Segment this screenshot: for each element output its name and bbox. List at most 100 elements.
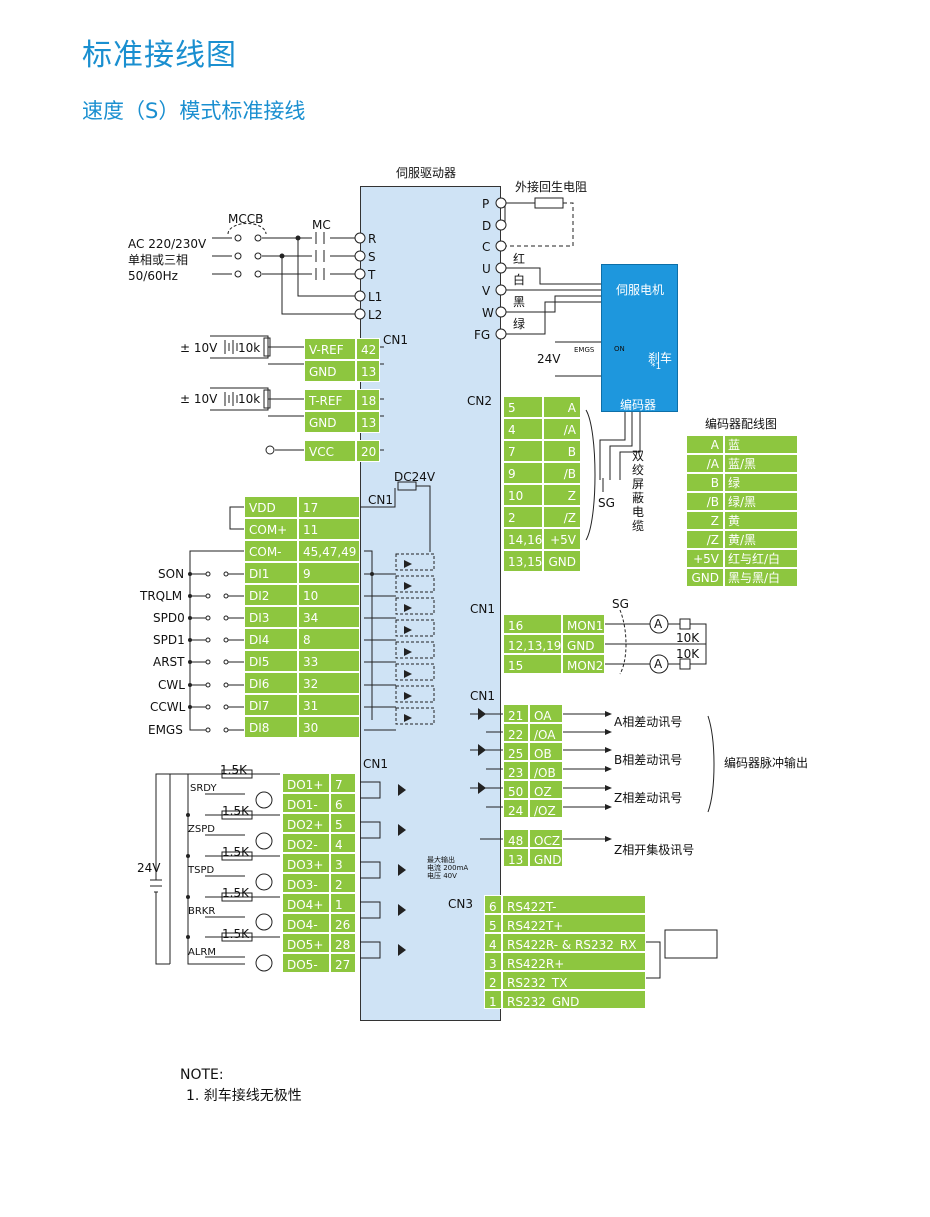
- enc-color: 黑与黑/白: [724, 568, 798, 587]
- enc-color: 红与红/白: [724, 549, 798, 568]
- cable-char: 电: [632, 505, 645, 519]
- pulse-signal: /OB: [529, 761, 563, 780]
- di-row-name: DI2: [244, 584, 298, 606]
- tref-pin: 18: [356, 389, 380, 411]
- cn3-signal: RS422T+: [502, 914, 646, 933]
- di-row-pin: 31: [298, 694, 360, 716]
- vref-supply-label: ± 10V: [180, 341, 218, 355]
- do-pin: 4: [330, 833, 356, 853]
- mon-pin: 16: [503, 614, 562, 634]
- pulse-signal: /OZ: [529, 799, 563, 818]
- terminal-v: V: [482, 284, 491, 298]
- do-terminal-block: DO1+7 DO1-6 DO2+5 DO2-4 DO3+3 DO3-2 DO4+…: [282, 773, 356, 973]
- di-row-pin: 10: [298, 584, 360, 606]
- switch-spd0: SPD0: [153, 611, 185, 625]
- mon-pot-2: 10K: [676, 647, 700, 661]
- cn3-pin: 4: [484, 933, 502, 952]
- cn2-signal: /B: [543, 462, 581, 484]
- do-pin: 5: [330, 813, 356, 833]
- switch-ccwl: CCWL: [150, 700, 186, 714]
- mon-pin: 12,13,19: [503, 634, 562, 654]
- signal-z-open-collector: Z相开集极讯号: [614, 843, 695, 857]
- di-row-pin: 17: [298, 496, 360, 518]
- di-row-pin: 34: [298, 606, 360, 628]
- encoder-wiring-title: 编码器配线图: [705, 417, 778, 431]
- do-pin: 27: [330, 953, 356, 973]
- vref-pin: 42: [356, 338, 380, 360]
- di-row-pin: 30: [298, 716, 360, 738]
- di-row-name: DI7: [244, 694, 298, 716]
- enc-signal: GND: [686, 568, 724, 587]
- tref-gnd-pin: 13: [356, 411, 380, 433]
- di-row-name: COM+: [244, 518, 298, 540]
- do-pin: 28: [330, 933, 356, 953]
- relay-zspd: ZSPD: [188, 824, 215, 835]
- di-row-name: DI1: [244, 562, 298, 584]
- di-row-name: DI6: [244, 672, 298, 694]
- cn2-signal: GND: [543, 550, 581, 572]
- cn2-pin: 5: [503, 396, 543, 418]
- cn3-signal: RS422R+: [502, 952, 646, 971]
- cn2-signal: A: [543, 396, 581, 418]
- di-row-name: DI4: [244, 628, 298, 650]
- terminal-u: U: [482, 262, 491, 276]
- enc-color: 蓝/黑: [724, 454, 798, 473]
- ammeter-1: A: [654, 617, 663, 631]
- enc-signal: A: [686, 435, 724, 454]
- terminal-r: R: [368, 232, 377, 246]
- do-resistor-label: 1.5K: [222, 804, 249, 818]
- cable-char: 绞: [632, 463, 645, 477]
- mccb-label: MCCB: [228, 212, 264, 226]
- cable-char: 屏: [632, 477, 645, 491]
- switch-cwl: CWL: [158, 678, 185, 692]
- enc-signal: +5V: [686, 549, 724, 568]
- ac-phase-label: 单相或三相: [128, 253, 189, 267]
- terminal-w: W: [482, 306, 494, 320]
- cn2-pin: 2: [503, 506, 543, 528]
- relay-srdy: SRDY: [190, 783, 217, 794]
- switch-trqlm: TRQLM: [140, 589, 183, 603]
- cn3-pin: 6: [484, 895, 502, 914]
- cn1-ref-connector: CN1: [383, 333, 408, 347]
- switch-son: SON: [158, 567, 185, 581]
- do-resistor-label: 1.5K: [222, 886, 249, 900]
- cn3-signal: RS232_GND: [502, 990, 646, 1009]
- servo-drive-label: 伺服驱动器: [396, 166, 457, 180]
- cn2-signal: +5V: [543, 528, 581, 550]
- cn3-signal: RS422R- & RS232_RX: [502, 933, 646, 952]
- relay-tspd: TSPD: [188, 865, 215, 876]
- mon-signal: MON1: [562, 614, 605, 634]
- switch-spd1: SPD1: [153, 633, 185, 647]
- di-row-name: DI3: [244, 606, 298, 628]
- cn3-pin: 1: [484, 990, 502, 1009]
- pulse-pin: 25: [503, 742, 529, 761]
- cable-char: 缆: [632, 519, 645, 533]
- di-row-pin: 32: [298, 672, 360, 694]
- mon-sg-label: SG: [612, 597, 629, 611]
- terminal-l2: L2: [368, 308, 383, 322]
- cn3-signal: RS232_TX: [502, 971, 646, 990]
- mon-signal: GND: [562, 634, 605, 654]
- tref-pot-label: 10k: [238, 392, 261, 406]
- cn1-do-connector: CN1: [363, 757, 388, 771]
- page-title: 标准接线图: [82, 38, 237, 73]
- do-pin: 26: [330, 913, 356, 933]
- cn2-pin: 14,16: [503, 528, 543, 550]
- terminal-l1: L1: [368, 290, 383, 304]
- mc-label: MC: [312, 218, 331, 232]
- relay-alrm: ALRM: [188, 947, 216, 958]
- switch-emgs: EMGS: [148, 723, 183, 737]
- do-pin: 7: [330, 773, 356, 793]
- pulse-pin: 22: [503, 723, 529, 742]
- do-name: DO2+: [282, 813, 330, 833]
- mon-pin: 15: [503, 654, 562, 674]
- do-name: DO3+: [282, 853, 330, 873]
- do-pin: 3: [330, 853, 356, 873]
- cn2-pin: 13,15: [503, 550, 543, 572]
- dc24v-label: DC24V: [394, 470, 436, 484]
- cn1-pulse-connector: CN1: [470, 689, 495, 703]
